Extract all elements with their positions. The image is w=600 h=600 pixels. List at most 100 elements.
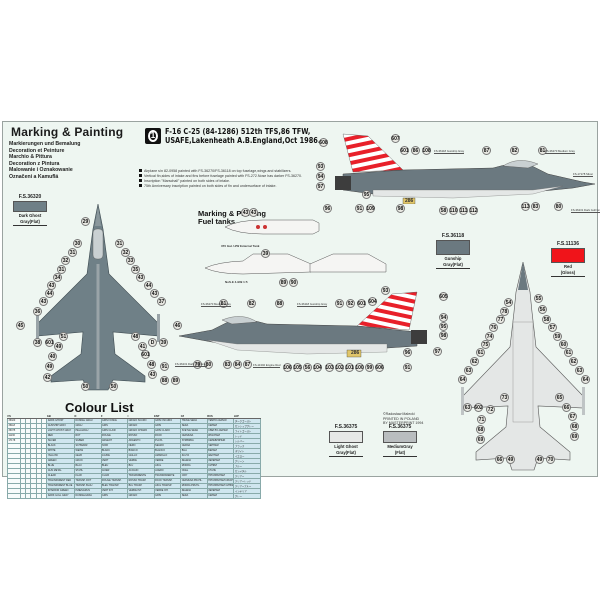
credits: ©Radosław Malecki PRINTED IN POLAND BY M… [383,412,424,425]
callout: 80 [204,360,213,369]
callout: 68 [570,422,579,431]
callout: 102 [335,363,344,372]
callout: 110 [449,206,458,215]
callout: 68 [476,425,485,434]
table-cell: DARK GULL GRAY [46,492,75,499]
top-view-aircraft-illustration [36,204,160,391]
callout: 73 [500,393,509,402]
callout: 61 [564,348,573,357]
note-3: Inscription "Marschall" painted on both … [139,179,329,184]
tank-label-nose: NoS.E 4-909 1:5 [225,280,248,284]
callout: 88 [275,299,284,308]
page-title: Marking & Painting [11,125,124,139]
fs-label-17178: FS-17178 Silver [573,172,594,177]
callout: 43 [136,273,145,282]
callout: 33 [126,256,135,265]
swatch-fs11136: F.S.11136 Red (Gloss) [551,241,585,277]
callout: 46 [173,321,182,330]
callout: 99 [365,363,374,372]
callout: 56 [303,363,312,372]
callout: 57 [548,323,557,332]
fuel-tank-lower-illustration [204,253,312,275]
profile-notes: Airplane s/n 82-0958 painted with FS-362… [139,169,329,189]
fuel-tank-right-illustration [309,253,387,273]
callout: 69 [476,435,485,444]
callout: 605 [439,292,448,301]
callout-29: 29 [81,217,90,226]
callout: 43 [148,370,157,379]
fuel-tanks-title: Marking & Painting Fuel tanks [198,209,266,226]
callout: 607 [391,134,400,143]
callout: 84 [233,360,242,369]
callout: 93 [381,286,390,295]
callout: 92 [346,299,355,308]
profile-title: 1 F-16 C-25 (84-1286) 512th TFS,86 TFW, … [145,127,354,145]
callout: 58 [542,315,551,324]
table-cell [7,492,21,499]
callout: 48 [131,332,140,341]
callout: 63 [463,403,472,412]
side-profile-bottom-illustration [178,291,427,358]
callout: 38 [33,338,42,347]
callout: 91 [355,204,364,213]
note-2: Vertical fin,sides of intake and fins be… [139,174,329,179]
callout: 606 [375,363,384,372]
callout: 72 [486,405,495,414]
fuel-tank-upper-illustration [224,219,320,235]
callout: 78 [500,307,509,316]
subtitle-fr: Decoration et Peinture [9,147,65,154]
callout: 91 [160,362,169,371]
subtitle-it: Marchio & Pittura [9,154,52,160]
swatch-fs36320: F.S.36320 Dark Ghost Gray(Flat) [13,194,47,226]
subtitle-es: Decoration z Pintura [9,160,60,167]
callout: D [148,338,157,347]
callout: 31 [115,239,124,248]
callout: 83 [531,202,540,211]
profile-title-line2: USAFE,Lakenheath A.B.England,Oct 1986. [165,136,321,145]
callout: 51 [59,332,68,341]
callout: 36 [33,307,42,316]
callout: 55 [534,294,543,303]
callout: 65 [555,393,564,402]
callout: 77 [496,315,505,324]
callout: 54 [504,298,513,307]
callout: 96 [403,348,412,357]
callout: 62 [470,357,479,366]
callout: 50 [81,382,90,391]
side-profile-top-illustration [335,133,596,204]
callout: 97 [316,182,325,191]
note-1: Airplane s/n 82-0958 painted with FS-362… [139,169,329,174]
callout: 62 [569,357,578,366]
callout: 601 [45,338,54,347]
callout: 71 [477,415,486,424]
callout: 44 [45,289,54,298]
callout: 66 [495,455,504,464]
callout: 37 [157,297,166,306]
profile-title-line1: F-16 C-25 (84-1286) 512th TFS,86 TFW, [165,127,311,136]
table-cell: グレー [233,492,261,499]
callout: 604 [368,297,377,306]
callout: 601 [141,350,150,359]
callout: 49 [45,362,54,371]
swatch-color [551,248,585,263]
fs-label-11302: FS-11302 Engine Red [253,363,281,368]
callout: 109 [366,204,375,213]
callout: 31 [68,248,77,257]
colour-list-title: Colour List [65,400,134,415]
callout: 59 [553,332,562,341]
table-cell [40,492,48,499]
callout: 49 [535,455,544,464]
fs-label-36118-b: FS-36118 Gunship Gray [297,302,328,307]
callout: 42 [43,373,52,382]
table-cell: GRIS [153,492,182,499]
callout: 101 [345,363,354,372]
callout: 49 [506,455,515,464]
callout: 98 [396,204,405,213]
under-view-aircraft-illustration [461,262,585,471]
